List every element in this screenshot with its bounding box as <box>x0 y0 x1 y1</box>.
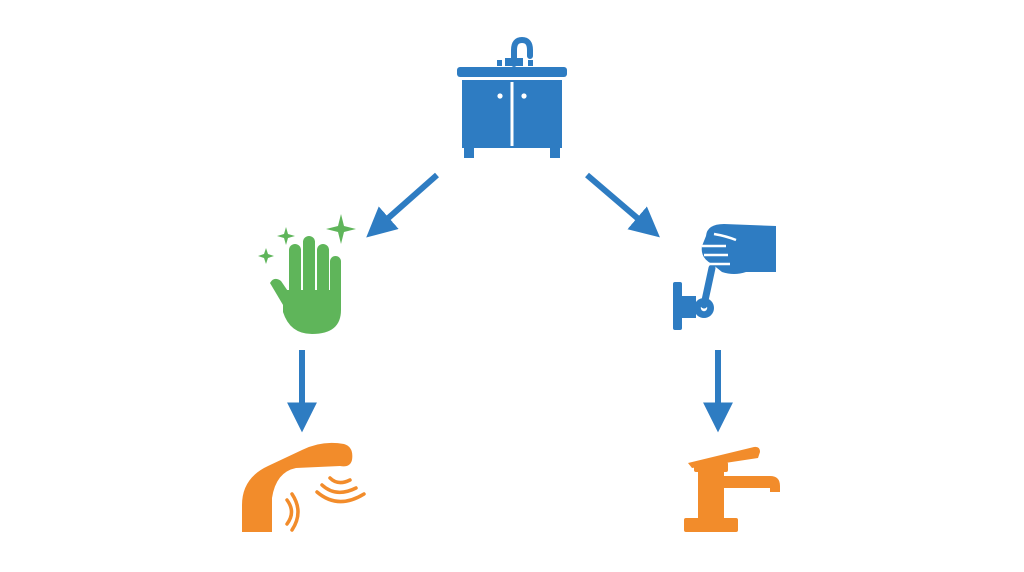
sink-cabinet-icon <box>457 36 567 158</box>
sparkle-icon <box>326 214 356 244</box>
sparkle-icon <box>258 248 274 264</box>
arrow-sink-to-clean-hand <box>366 172 439 238</box>
sparkle-icon <box>277 227 295 245</box>
lever-faucet-icon <box>684 446 780 532</box>
arrow-sink-to-lever-hand <box>585 172 660 238</box>
clean-hand-icon <box>258 214 356 334</box>
hand-pulling-lever-icon <box>673 224 776 330</box>
sensor-faucet-icon <box>242 442 366 532</box>
